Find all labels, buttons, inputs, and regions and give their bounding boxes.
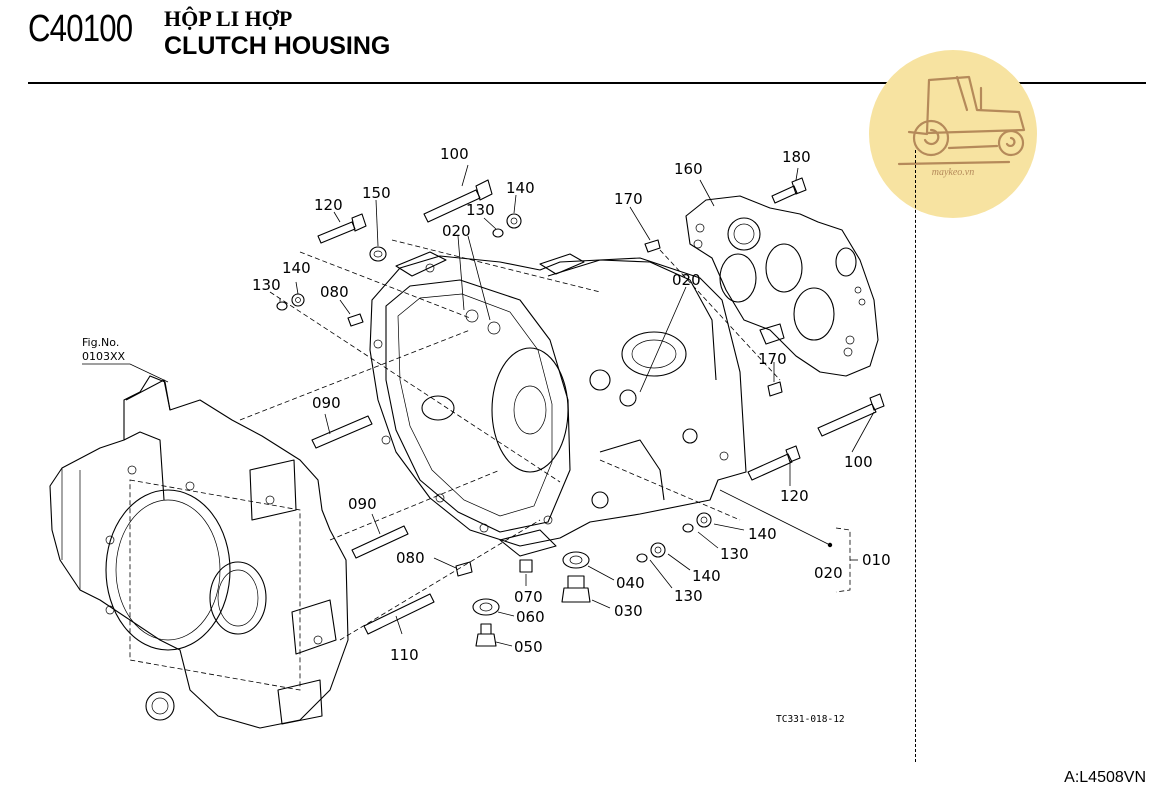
- part-label-160: 160: [674, 160, 703, 178]
- part-label-110: 110: [390, 646, 419, 664]
- part-label-120: 120: [780, 487, 809, 505]
- part-label-030: 030: [614, 602, 643, 620]
- part-label-020: 020: [672, 271, 701, 289]
- divider-line: [915, 150, 916, 762]
- document-reference: A:L4508VN: [1064, 769, 1146, 786]
- part-label-180: 180: [782, 148, 811, 166]
- part-label-080: 080: [396, 549, 425, 567]
- part-label-040: 040: [616, 574, 645, 592]
- part-label-170: 170: [758, 350, 787, 368]
- engine-housing: [49, 375, 349, 729]
- part-label-140: 140: [748, 525, 777, 543]
- part-label-100: 100: [440, 145, 469, 163]
- header-rule: [28, 82, 1146, 84]
- part-label-170: 170: [614, 190, 643, 208]
- part-label-100: 100: [844, 453, 873, 471]
- watermark-logo: maykeo.vn: [869, 50, 1037, 218]
- part-label-010: 010: [862, 551, 891, 569]
- part-label-080: 080: [320, 283, 349, 301]
- clutch-housing: [369, 251, 747, 557]
- page-code: C40100: [28, 8, 133, 50]
- fig-ref-leader: [82, 363, 169, 383]
- part-label-140: 140: [282, 259, 311, 277]
- assembly-dot: [827, 542, 833, 548]
- part-label-130: 130: [720, 545, 749, 563]
- cover-plate: [685, 195, 879, 377]
- part-label-060: 060: [516, 608, 545, 626]
- part-label-130: 130: [674, 587, 703, 605]
- part-label-140: 140: [692, 567, 721, 585]
- title-english: CLUTCH HOUSING: [164, 32, 391, 60]
- part-label-070: 070: [514, 588, 543, 606]
- part-label-130: 130: [252, 276, 281, 294]
- part-label-090: 090: [348, 495, 377, 513]
- logo-text: maykeo.vn: [931, 167, 975, 178]
- fig-ref-label: Fig.No.: [82, 336, 119, 349]
- fasteners: [276, 177, 885, 647]
- part-label-090: 090: [312, 394, 341, 412]
- leader-lines: [239, 164, 875, 647]
- part-label-050: 050: [514, 638, 543, 656]
- title-vietnamese: HỘP LI HỢP: [164, 6, 293, 31]
- drawing-code: TC331-018-12: [776, 714, 845, 725]
- fig-ref-number: 0103XX: [82, 350, 126, 363]
- part-label-140: 140: [506, 179, 535, 197]
- part-label-130: 130: [466, 201, 495, 219]
- part-label-120: 120: [314, 196, 343, 214]
- part-label-020: 020: [814, 564, 843, 582]
- tractor-icon: [897, 75, 1026, 166]
- part-label-020: 020: [442, 222, 471, 240]
- part-label-150: 150: [362, 184, 391, 202]
